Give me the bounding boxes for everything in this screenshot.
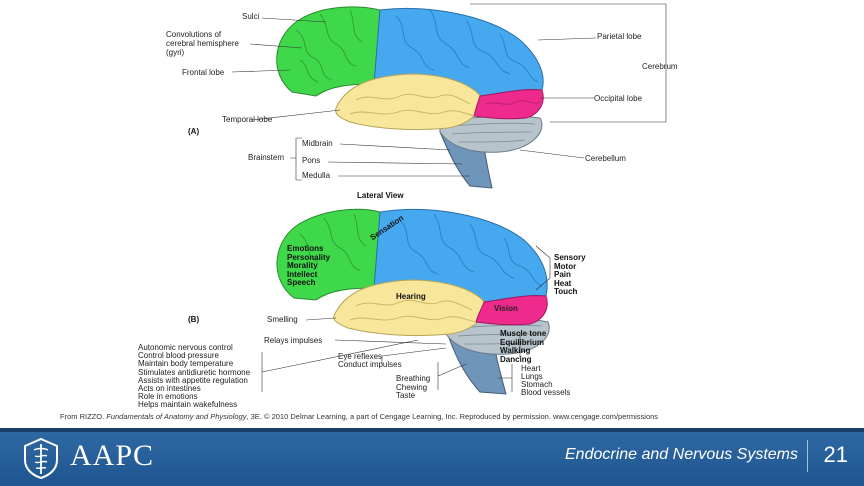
- brain-diagram-b: [261, 208, 551, 395]
- hypothalamus-functions-list: Autonomic nervous control Control blood …: [138, 343, 251, 410]
- label-brainstem: Brainstem: [248, 153, 285, 162]
- frontal-functions-list: Emotions Personality Morality Intellect …: [287, 244, 331, 288]
- parietal-function-item: Touch: [554, 287, 578, 296]
- midbrain-function-item: Eye reflexes: [338, 352, 383, 361]
- label-hearing: Hearing: [396, 292, 426, 301]
- parietal-functions-list: Sensory Motor Pain Heat Touch: [554, 253, 586, 297]
- cerebellum-function-item: Dancing: [500, 354, 532, 364]
- medulla-function-item: Taste: [396, 391, 416, 400]
- cerebellum-function-item: Equilibrium: [500, 337, 544, 347]
- cerebellum-functions-list: Muscle tone Equilibrium Walking Dancing: [500, 329, 547, 364]
- cerebellum-function-item: Muscle tone: [500, 329, 547, 338]
- hypothalamus-function-item: Helps maintain wakefulness: [138, 400, 238, 410]
- parietal-function-item: Pain: [554, 270, 571, 279]
- label-temporal-lobe: Temporal lobe: [222, 115, 273, 124]
- deck-title: Endocrine and Nervous Systems: [565, 446, 798, 463]
- aapc-caduceus-icon: [24, 437, 58, 480]
- occipital-lobe-b: [475, 295, 548, 326]
- brainstem-functions-list: Heart Lungs Stomach Blood vessels: [521, 365, 570, 397]
- footer-top-band: [0, 428, 864, 432]
- midbrain-function-item: Conduct impulses: [338, 360, 402, 369]
- label-midbrain: Midbrain: [302, 139, 333, 148]
- footer-bar: AAPC Endocrine and Nervous Systems 21: [0, 428, 864, 486]
- label-pons: Pons: [302, 156, 321, 165]
- brain-diagram-a: [231, 3, 667, 189]
- credit-book-title: Fundamentals of Anatomy and Physiology: [106, 412, 247, 421]
- label-medulla: Medulla: [302, 171, 331, 180]
- hypothalamus-function-item: Control blood pressure: [138, 351, 219, 361]
- frontal-function-item: Morality: [287, 261, 318, 270]
- label-relays-impulses: Relays impulses: [264, 336, 323, 345]
- brainstem-function-item: Heart: [521, 364, 541, 373]
- hypothalamus-function-item: Autonomic nervous control: [138, 343, 233, 352]
- label-diagram-b-tag: (B): [188, 315, 200, 324]
- label-vision: Vision: [494, 304, 518, 313]
- figure-credit: From RIZZO. Fundamentals of Anatomy and …: [60, 412, 658, 421]
- brain-figure: [231, 3, 667, 395]
- label-cerebrum: Cerebrum: [642, 62, 678, 71]
- brainstem-function-item: Blood vessels: [521, 388, 571, 397]
- parietal-function-item: Motor: [554, 261, 577, 271]
- hypothalamus-function-item: Assists with appetite regulation: [138, 375, 248, 385]
- cerebellum-function-item: Walking: [500, 346, 531, 355]
- credit-suffix: , 3E. © 2010 Delmar Learning, a part of …: [246, 412, 659, 421]
- frontal-function-item: Emotions: [287, 244, 324, 253]
- label-convolutions: Convolutions of cerebral hemisphere (gyr…: [166, 30, 239, 57]
- brainstem-function-item: Lungs: [521, 372, 543, 381]
- hypothalamus-function-item: Acts on intestines: [138, 384, 201, 394]
- hypothalamus-function-item: Role in emotions: [138, 392, 198, 402]
- parietal-function-item: Heat: [554, 278, 572, 288]
- label-occipital-lobe: Occipital lobe: [594, 94, 643, 103]
- medulla-functions-list: Breathing Chewing Taste: [396, 374, 431, 401]
- label-sulci: Sulci: [242, 12, 260, 21]
- medulla-function-item: Breathing: [396, 374, 431, 383]
- label-convolutions-line: cerebral hemisphere: [166, 39, 239, 48]
- slide-number: 21: [823, 442, 848, 467]
- label-parietal-lobe: Parietal lobe: [597, 32, 642, 41]
- brainstem-function-item: Stomach: [521, 380, 553, 389]
- frontal-function-item: Personality: [287, 252, 331, 262]
- medulla-function-item: Chewing: [396, 382, 428, 392]
- label-smelling: Smelling: [267, 315, 298, 324]
- frontal-function-item: Speech: [287, 278, 316, 287]
- hypothalamus-function-item: Stimulates antidiuretic hormone: [138, 367, 251, 377]
- hypothalamus-function-item: Maintain body temperature: [138, 359, 234, 369]
- frontal-function-item: Intellect: [287, 269, 318, 279]
- label-frontal-lobe: Frontal lobe: [182, 68, 225, 77]
- parietal-function-item: Sensory: [554, 253, 586, 262]
- label-diagram-a-tag: (A): [188, 127, 200, 136]
- credit-prefix: From RIZZO.: [60, 412, 107, 421]
- view-title: Lateral View: [357, 191, 404, 200]
- label-convolutions-line: (gyri): [166, 48, 185, 57]
- aapc-logo-text: AAPC: [70, 439, 155, 472]
- label-cerebellum: Cerebellum: [585, 154, 626, 163]
- footer-divider: [807, 440, 808, 472]
- label-convolutions-line: Convolutions of: [166, 30, 222, 39]
- midbrain-functions-list: Eye reflexes Conduct impulses: [338, 353, 402, 369]
